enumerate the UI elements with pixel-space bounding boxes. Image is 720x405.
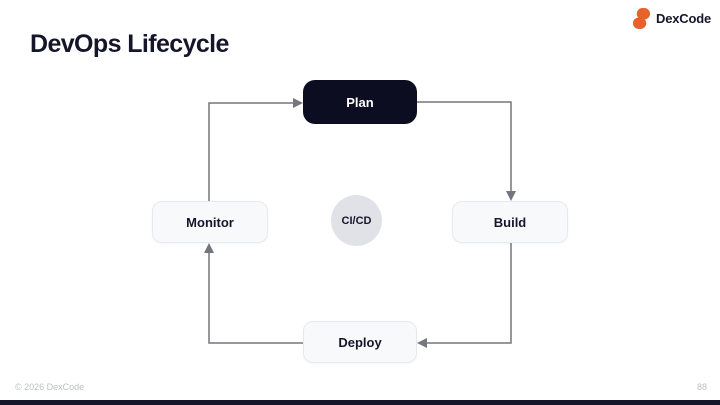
page-title: DevOps Lifecycle bbox=[30, 30, 229, 58]
node-deploy: Deploy bbox=[303, 321, 417, 363]
logo-text: DexCode bbox=[656, 11, 711, 26]
cicd-label: CI/CD bbox=[341, 214, 372, 227]
node-plan-label: Plan bbox=[346, 94, 374, 110]
arrowhead-into-deploy bbox=[417, 338, 427, 348]
page-number: 88 bbox=[696, 382, 707, 392]
arrow-monitor-to-plan bbox=[208, 102, 293, 201]
cicd-circle: CI/CD bbox=[331, 195, 382, 246]
logo: DexCode bbox=[632, 8, 711, 29]
node-plan: Plan bbox=[303, 80, 417, 124]
node-build: Build bbox=[452, 201, 568, 243]
node-monitor-label: Monitor bbox=[186, 214, 234, 230]
arrow-build-to-deploy bbox=[427, 243, 512, 344]
arrowhead-into-plan bbox=[293, 98, 303, 108]
arrowhead-into-monitor bbox=[204, 243, 214, 253]
node-monitor: Monitor bbox=[152, 201, 268, 243]
arrow-deploy-to-monitor bbox=[208, 253, 303, 344]
arrowhead-into-build bbox=[506, 191, 516, 201]
arrow-plan-to-build bbox=[417, 101, 512, 191]
bottom-accent-bar bbox=[0, 400, 720, 405]
footer-copyright: © 2026 DexCode bbox=[15, 382, 85, 392]
node-build-label: Build bbox=[493, 214, 527, 230]
dexcode-logo-icon bbox=[632, 8, 651, 29]
node-deploy-label: Deploy bbox=[338, 334, 382, 350]
